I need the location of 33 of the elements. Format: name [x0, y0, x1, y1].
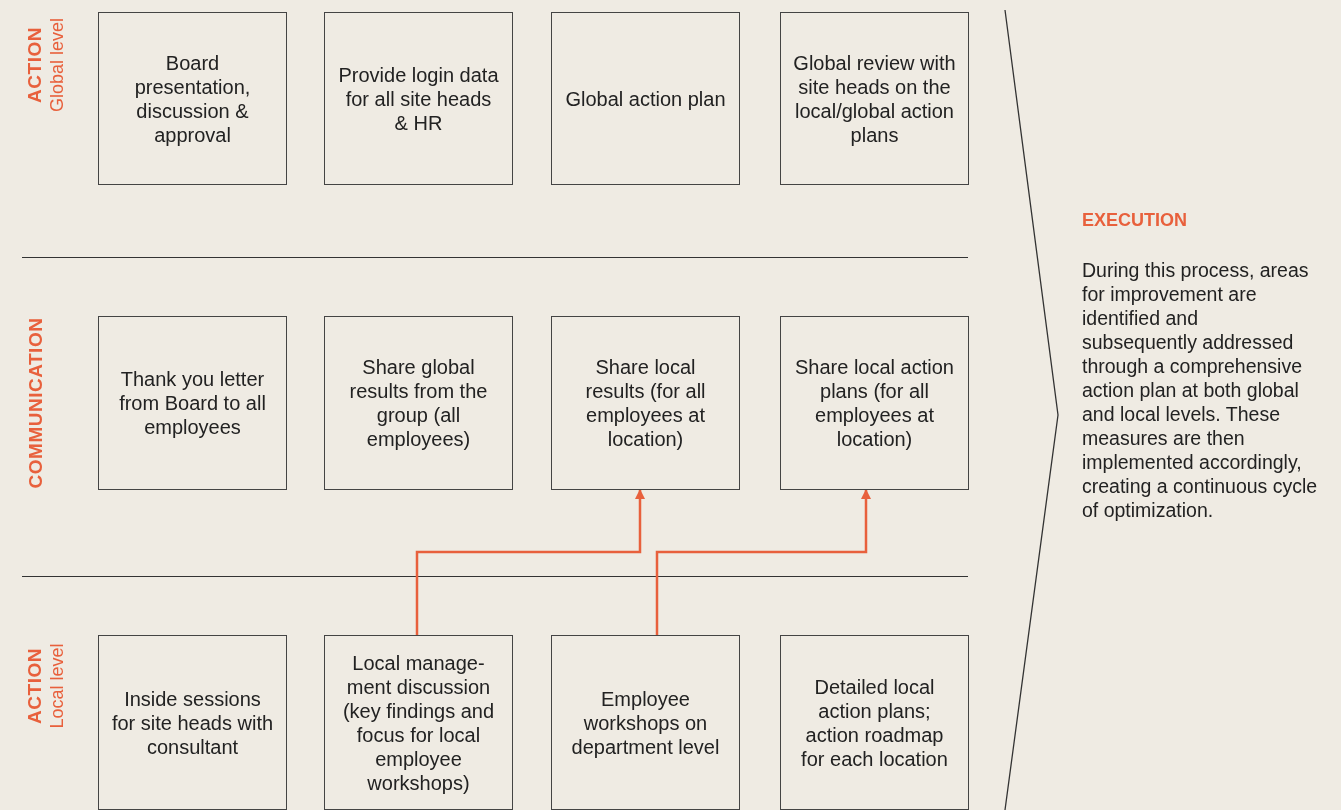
box-text: Global action plan: [565, 86, 726, 111]
process-box: [324, 635, 513, 810]
connector-arrow: [655, 489, 871, 635]
section-heading: EXECUTION: [1082, 210, 1187, 231]
box-text: Share local action plans (for all employees at location): [794, 355, 955, 451]
row-title: COMMUNICATION: [25, 317, 47, 489]
process-box: [324, 316, 513, 490]
process-box: [551, 316, 740, 490]
row-subtitle: Global level: [46, 17, 68, 113]
process-box: [98, 12, 287, 185]
process-box: [324, 12, 513, 185]
description-paragraph: During this process, areas for improvement are identified and subsequently addressed through a comprehensive action plan at both global and local levels. These measures are then implemented accordingly, creating a continuous cycle of optimization.: [1082, 258, 1318, 522]
box-text: Provide login data for all site heads & HR: [337, 62, 500, 135]
row-subtitle: Local level: [46, 643, 68, 729]
row-title: ACTION: [24, 27, 46, 103]
process-box: [98, 635, 287, 810]
box-text: Share global results from the group (all employees): [348, 355, 489, 451]
box-text: Thank you letter from Board to all employees: [118, 367, 267, 439]
box-text: Local manage-ment discussion (key findings and focus for local employee workshops): [341, 650, 496, 795]
process-box: [780, 12, 969, 185]
process-box: [98, 316, 287, 490]
box-text: Employee workshops on department level: [570, 686, 721, 759]
box-text: Board presentation, discussion & approval: [133, 50, 252, 147]
row-title: ACTION: [24, 648, 46, 724]
box-text: Share local results (for all employees at location): [584, 355, 707, 451]
connector-arrow: [415, 489, 645, 635]
process-box: [780, 316, 969, 490]
process-box: [551, 635, 740, 810]
box-text: Detailed local action plans; action roadmap for each location: [800, 674, 949, 771]
process-box: [551, 12, 740, 185]
box-text: Global review with site heads on the local/global action plans: [793, 50, 956, 147]
process-box: [780, 635, 969, 810]
box-text: Inside sessions for site heads with consultant: [111, 686, 274, 759]
